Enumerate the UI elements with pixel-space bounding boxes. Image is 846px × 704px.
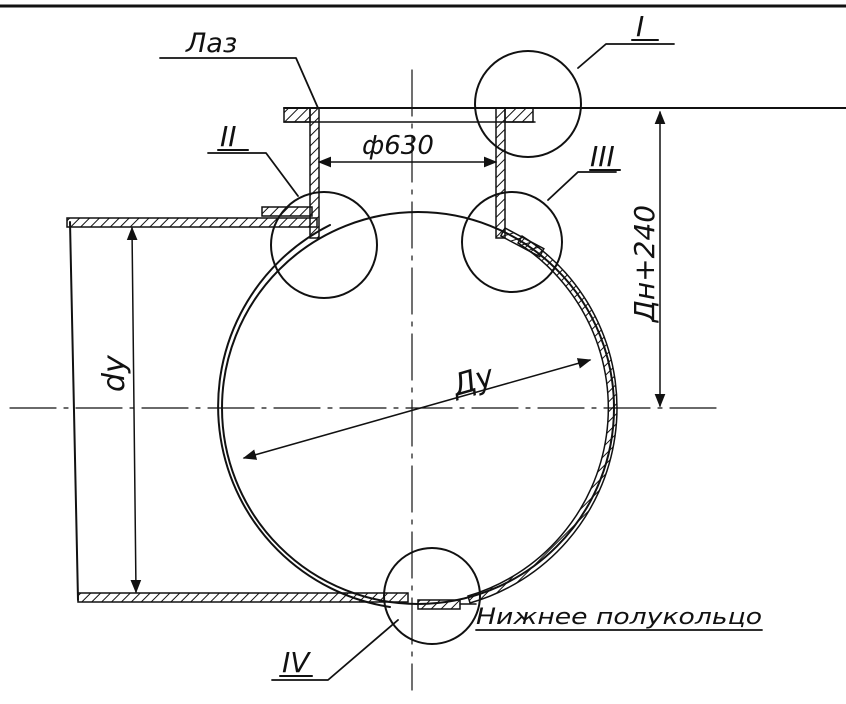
bottom-half-ring-plate xyxy=(417,599,461,610)
detail-circle-II xyxy=(270,191,378,299)
flange-right xyxy=(504,107,534,123)
label-bottom-half-ring: Нижнее полукольцо xyxy=(476,605,762,630)
leader-detail-IV xyxy=(271,619,399,681)
label-height-dim: Дн+240 xyxy=(628,205,661,324)
detail-circle-III xyxy=(461,191,563,293)
leader-detail-II xyxy=(207,152,299,197)
label-inner-diameter: dу xyxy=(97,354,132,392)
label-detail-II: II xyxy=(220,120,237,153)
leader-detail-I xyxy=(577,43,675,69)
bottom-plate xyxy=(77,592,409,603)
detail-circle-IV xyxy=(383,547,481,645)
dim-outer-diameter xyxy=(242,358,592,460)
top-plate xyxy=(66,217,318,228)
ring-outer-left xyxy=(217,224,391,608)
label-detail-IV: IV xyxy=(282,646,311,679)
flange-left xyxy=(283,107,311,123)
leader-detail-III xyxy=(547,171,617,201)
ring-hatch-right xyxy=(467,234,618,604)
neck-right-wall xyxy=(495,107,506,239)
detail-circle-I xyxy=(474,50,582,158)
manhole-neck xyxy=(283,107,846,258)
label-detail-III: III xyxy=(590,140,615,173)
label-manhole: Лаз xyxy=(185,28,237,59)
wedge-right xyxy=(499,226,545,258)
dim-inner-diameter xyxy=(126,226,142,594)
outer-casing xyxy=(66,206,461,610)
neck-left-wall xyxy=(309,107,320,239)
leader-manhole xyxy=(159,57,319,109)
label-opening-diameter: ф630 xyxy=(362,131,434,161)
label-detail-I: I xyxy=(636,10,644,43)
label-outer-diameter: Ду xyxy=(447,358,499,404)
left-wall xyxy=(69,221,79,601)
